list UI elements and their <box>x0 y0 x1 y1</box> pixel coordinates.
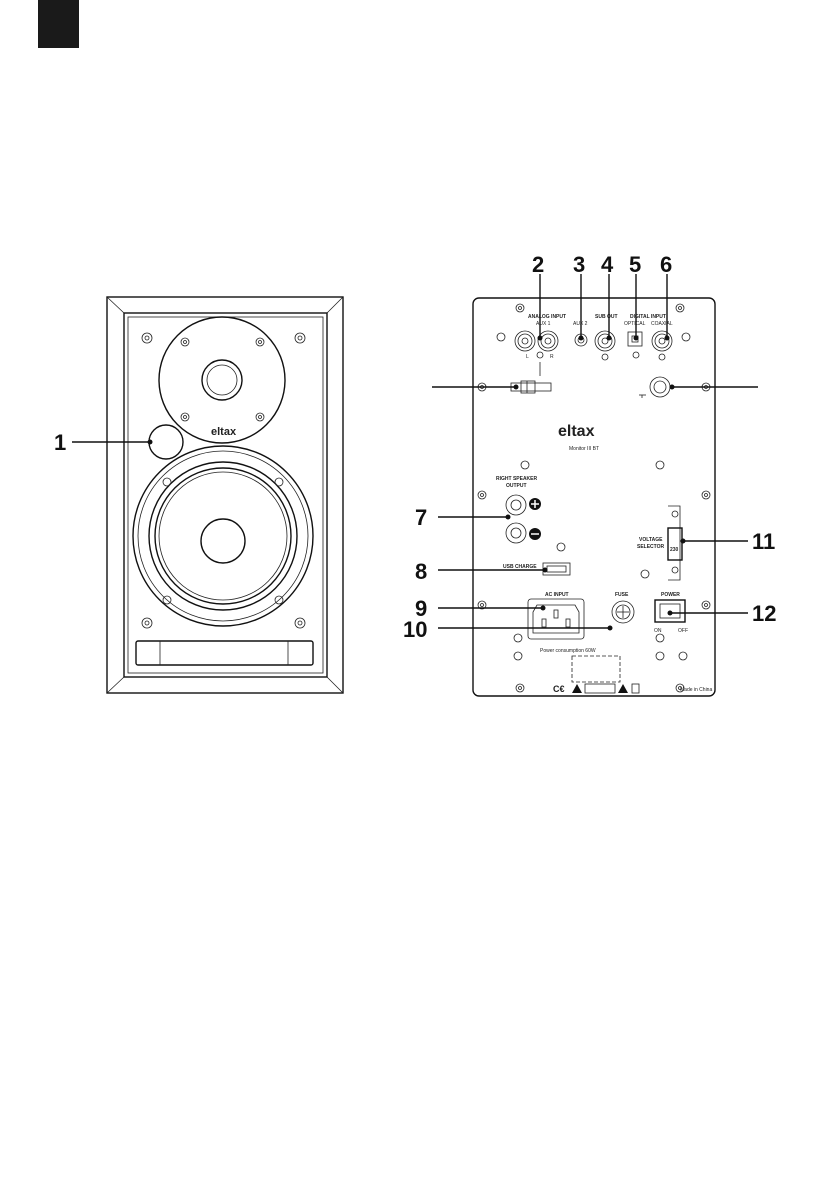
callout-8: 8 <box>415 559 427 584</box>
front-screw <box>295 618 305 628</box>
woofer <box>133 446 313 626</box>
coaxial-jack <box>652 331 672 351</box>
rear-panel-outline <box>473 298 715 696</box>
callout-12: 12 <box>752 601 776 626</box>
front-screw <box>142 618 152 628</box>
speaker-output-positive-terminal <box>506 495 541 515</box>
voltage-selector-label-line1: VOLTAGE <box>639 537 663 543</box>
aux1-label: AUX 1 <box>536 321 551 327</box>
serial-label-area <box>572 656 620 682</box>
front-screw <box>295 333 305 343</box>
bass-reflex-port <box>149 425 183 459</box>
sub-out-jack <box>595 331 615 351</box>
callout-numbers: 1 2 3 4 5 6 7 8 9 10 11 12 <box>54 252 776 642</box>
aux1-left-jack <box>515 331 535 351</box>
front-baffle <box>124 313 327 677</box>
callout-6: 6 <box>660 252 672 277</box>
voltage-selector-switch: 230 <box>668 506 682 580</box>
ac-input-socket <box>528 599 584 639</box>
ac-input-label: AC INPUT <box>545 592 569 598</box>
speaker-output-negative-terminal <box>506 523 541 543</box>
rear-panel: ANALOG INPUT AUX 1 AUX 2 SUB OUT DIGITAL… <box>473 298 715 696</box>
model-name: Monitor III BT <box>569 446 599 452</box>
front-screw <box>142 333 152 343</box>
front-brand-logo: eltax <box>211 426 237 438</box>
callout-4: 4 <box>601 252 614 277</box>
front-speaker: eltax <box>107 297 343 693</box>
ce-mark-icon: C€ <box>553 684 565 694</box>
callout-2: 2 <box>532 252 544 277</box>
power-consumption-label: Power consumption 60W <box>540 648 596 654</box>
right-speaker-label-line2: OUTPUT <box>506 483 527 489</box>
power-off-label: OFF <box>678 628 688 634</box>
aux1-right-jack <box>538 331 558 351</box>
rear-brand-logo: eltax <box>558 423 595 440</box>
coaxial-label: COAXIAL <box>651 321 673 327</box>
left-channel-label: L <box>526 354 529 360</box>
fuse-holder <box>612 601 634 623</box>
callout-11: 11 <box>752 529 775 554</box>
analog-input-label: ANALOG INPUT <box>528 314 566 320</box>
front-bottom-panel <box>136 641 313 665</box>
compliance-marks: C€ <box>553 684 639 694</box>
callout-7: 7 <box>415 505 427 530</box>
callout-5: 5 <box>629 252 641 277</box>
callout-3: 3 <box>573 252 585 277</box>
voltage-value: 230 <box>670 547 679 553</box>
callout-1: 1 <box>54 430 66 455</box>
voltage-selector-label-line2: SELECTOR <box>637 544 665 550</box>
power-on-label: ON <box>654 628 662 634</box>
sub-out-label: SUB OUT <box>595 314 618 320</box>
callout-10: 10 <box>403 617 427 642</box>
optical-label: OPTICAL <box>624 321 646 327</box>
ground-terminal <box>639 377 670 398</box>
usb-charge-label: USB CHARGE <box>503 564 537 570</box>
fuse-label: FUSE <box>615 592 629 598</box>
made-in-label: Made in China <box>680 687 712 693</box>
power-label: POWER <box>661 592 680 598</box>
tweeter: eltax <box>159 317 285 443</box>
right-channel-label: R <box>550 354 554 360</box>
right-speaker-label-line1: RIGHT SPEAKER <box>496 476 538 482</box>
